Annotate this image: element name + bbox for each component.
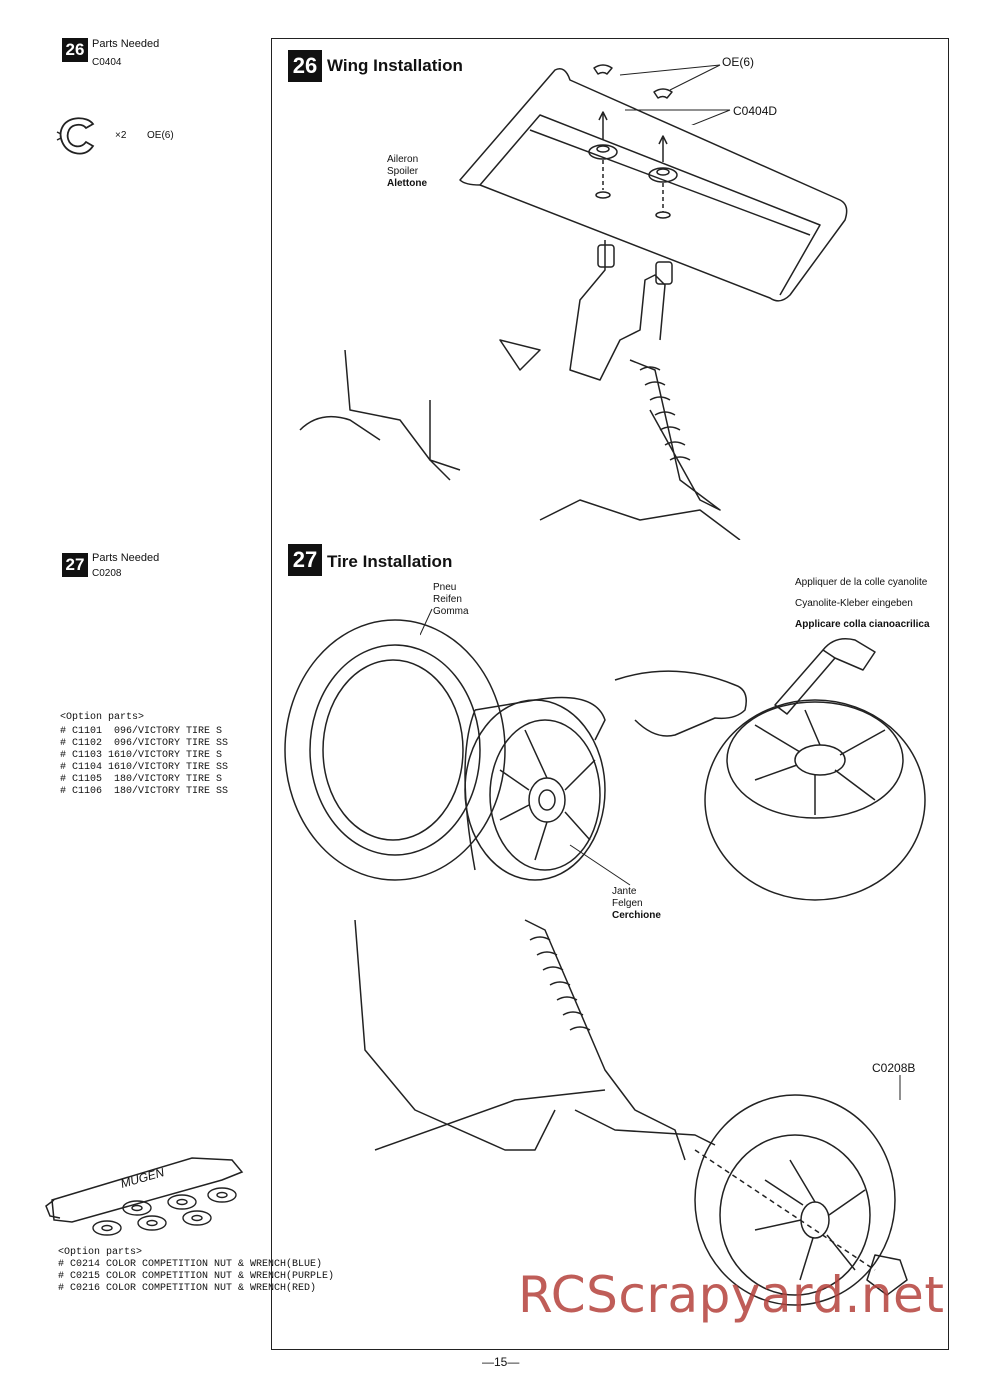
wrench-option-header: <Option parts> bbox=[58, 1247, 143, 1258]
callout-tire-fr: Pneu bbox=[433, 582, 457, 593]
step-27-number: 27 bbox=[65, 555, 85, 574]
watermark: RCScrapyard.net bbox=[518, 1266, 945, 1324]
step-27-badge: 27 bbox=[62, 553, 88, 577]
page-number: —15— bbox=[482, 1355, 520, 1369]
callout-glue: Appliquer de la colle cyanolite Cyanolit… bbox=[795, 572, 930, 635]
wrench-illustration: MUGEN bbox=[45, 1157, 244, 1236]
step-26-badge: 26 bbox=[62, 38, 88, 62]
tire-option-header: <Option parts> bbox=[60, 712, 145, 723]
tire-option-item: # C1103 1610/VICTORY TIRE S bbox=[60, 750, 223, 761]
step-26-number: 26 bbox=[65, 40, 85, 59]
tire-illustration bbox=[284, 619, 926, 1306]
tire-option-item: # C1104 1610/VICTORY TIRE SS bbox=[60, 762, 229, 773]
e-clip-icon bbox=[56, 117, 95, 155]
tire-option-item: # C1101 096/VICTORY TIRE S bbox=[60, 726, 223, 737]
tire-option-item: # C1105 180/VICTORY TIRE S bbox=[60, 774, 223, 785]
callout-glue-de: Cyanolite-Kleber eingeben bbox=[795, 598, 913, 609]
callout-wing-en: Aileron bbox=[387, 154, 419, 165]
step-27-parts-needed-label: Parts Needed bbox=[92, 552, 160, 564]
step-27-title-number: 27 bbox=[292, 547, 318, 572]
callout-tire-de: Reifen bbox=[433, 594, 462, 605]
callout-glue-it: Applicare colla cianoacrilica bbox=[795, 619, 930, 630]
callout-tire: Pneu Reifen Gomma bbox=[433, 582, 469, 618]
callout-c0208b: C0208B bbox=[872, 1061, 916, 1075]
step-26-quantity: ×2 bbox=[115, 130, 127, 141]
step-26-title-number: 26 bbox=[292, 53, 318, 78]
instruction-frame bbox=[271, 38, 949, 1350]
callout-rim-it: Cerchione bbox=[612, 910, 661, 921]
callout-rim-fr: Jante bbox=[612, 886, 637, 897]
step-27-title-badge: 27 bbox=[288, 544, 322, 576]
callout-glue-fr: Appliquer de la colle cyanolite bbox=[795, 577, 928, 588]
callout-oe6: OE(6) bbox=[722, 55, 755, 69]
wing-illustration bbox=[299, 64, 848, 540]
step-26-title-badge: 26 bbox=[288, 50, 322, 82]
tire-option-list: # C1101 096/VICTORY TIRE S # C1102 096/V… bbox=[60, 726, 228, 798]
step27-leader-lines bbox=[420, 608, 901, 1100]
callout-wing-de: Spoiler bbox=[387, 166, 419, 177]
callout-tire-it: Gomma bbox=[433, 606, 469, 617]
step-26-title: Wing Installation bbox=[327, 56, 463, 75]
step-27-part-code: C0208 bbox=[92, 568, 122, 579]
callout-wing-it: Alettone bbox=[387, 178, 427, 189]
step-26-parts-needed-label: Parts Needed bbox=[92, 38, 160, 50]
wrench-option-item: # C0214 COLOR COMPETITION NUT & WRENCH(B… bbox=[58, 1259, 323, 1270]
step-27-title: Tire Installation bbox=[327, 552, 453, 571]
step26-leader-lines bbox=[619, 64, 731, 125]
callout-c0404d: C0404D bbox=[733, 104, 778, 118]
callout-wing: Aileron Spoiler Alettone bbox=[387, 154, 427, 190]
tire-option-item: # C1106 180/VICTORY TIRE SS bbox=[60, 786, 229, 797]
callout-rim-de: Felgen bbox=[612, 898, 643, 909]
callout-rim: Jante Felgen Cerchione bbox=[612, 886, 661, 922]
wrench-option-item: # C0216 COLOR COMPETITION NUT & WRENCH(R… bbox=[58, 1283, 317, 1294]
tire-option-item: # C1102 096/VICTORY TIRE SS bbox=[60, 738, 229, 749]
wrench-option-item: # C0215 COLOR COMPETITION NUT & WRENCH(P… bbox=[58, 1271, 335, 1282]
step-26-quantity-part: OE(6) bbox=[147, 130, 174, 141]
wrench-option-list: # C0214 COLOR COMPETITION NUT & WRENCH(B… bbox=[58, 1259, 334, 1295]
step-26-part-code: C0404 bbox=[92, 57, 122, 68]
